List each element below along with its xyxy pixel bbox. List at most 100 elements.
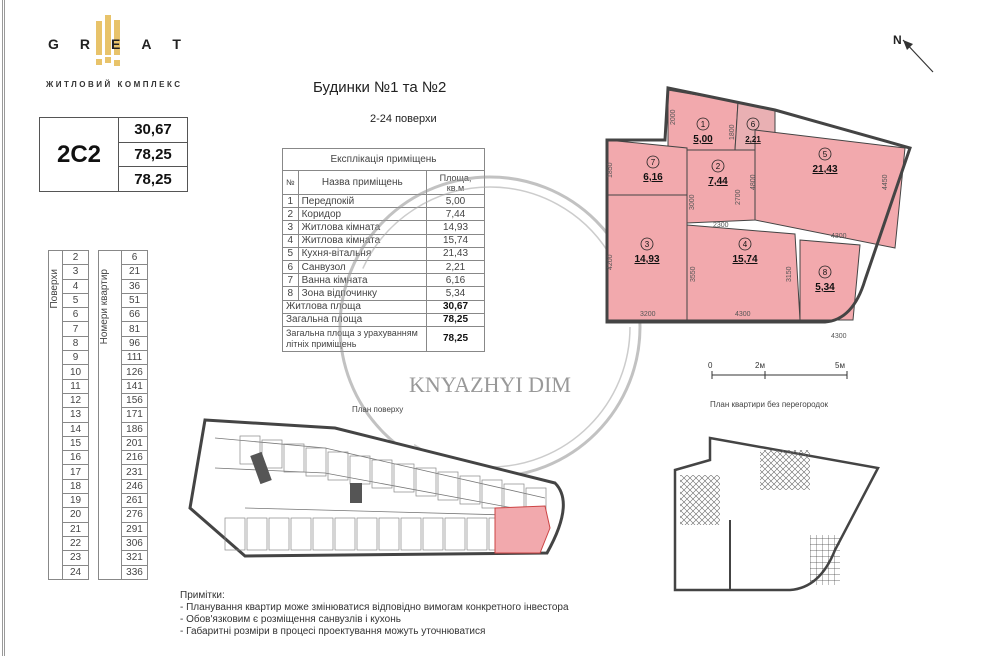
floor-row: 22 306	[49, 535, 148, 552]
watermark-text: KNYAZHYI DIM	[409, 372, 571, 397]
apartments-label: Номери квартир	[99, 269, 110, 345]
floor-row: 19 261	[49, 493, 148, 509]
apartment-plan: N 1 5,00 2 7,44 3 14,93 4 15,74 5 21,43 …	[605, 33, 934, 379]
floor-number: 4	[62, 278, 89, 294]
summary-label: Загальна площа	[282, 312, 427, 327]
apartment-number: 126	[121, 364, 148, 380]
svg-text:4: 4	[743, 240, 748, 249]
open-plan-label: План квартири без перегородок	[710, 400, 829, 409]
apartment-code: 2C2	[40, 118, 119, 191]
apartment-number: 6	[121, 249, 148, 266]
apartment-number: 186	[121, 421, 148, 437]
floor-number: 7	[62, 321, 89, 337]
floor-number: 19	[62, 493, 89, 509]
apartment-number: 21	[121, 264, 148, 280]
floor-number: 21	[62, 521, 89, 537]
col-no-header: №	[282, 170, 299, 195]
room-number: 8	[282, 286, 299, 301]
logo-subtitle: ЖИТЛОВИЙ КОМПЛЕКС	[46, 80, 183, 89]
explication-row: 8 Зона відпочинку 5,34	[282, 286, 485, 301]
apartment-number: 201	[121, 435, 148, 452]
floor-number: 3	[62, 264, 89, 280]
room-number: 5	[282, 246, 299, 261]
apartment-number: 231	[121, 464, 148, 480]
svg-text:3: 3	[645, 240, 650, 249]
svg-text:2: 2	[716, 162, 721, 171]
dim-label: 4300	[735, 311, 751, 318]
apartment-number: 261	[121, 493, 148, 509]
apartment-code-box: 2C2 30,67 78,25 78,25	[39, 117, 188, 192]
floor-row: 23 321	[49, 550, 148, 566]
dim-label: 4450	[882, 174, 889, 190]
svg-text:7: 7	[651, 158, 656, 167]
apartment-number: 156	[121, 392, 148, 409]
floor-number: 16	[62, 450, 89, 466]
floor-number: 14	[62, 421, 89, 437]
svg-text:5: 5	[823, 150, 828, 159]
floor-row: 14 186	[49, 421, 148, 437]
svg-text:N: N	[893, 33, 902, 47]
notes-title: Примітки:	[180, 590, 225, 601]
floor-number: 11	[62, 378, 89, 394]
note-item: - Обов'язковим є розміщення санвузлів і …	[180, 614, 401, 625]
floor-number: 24	[62, 564, 89, 580]
floor-row: 15 201	[49, 435, 148, 452]
dim-label: 3550	[690, 266, 697, 282]
floor-row: 12 156	[49, 392, 148, 409]
explication-table: Експлікація приміщень № Назва приміщень …	[282, 148, 485, 352]
floor-row: 10 126	[49, 364, 148, 380]
dim-label: 3000	[689, 194, 696, 210]
svg-text:6,16: 6,16	[643, 172, 663, 183]
explication-row: 7 Ванна кімната 6,16	[282, 273, 485, 288]
explication-row: 1 Передпокій 5,00	[282, 193, 485, 209]
apartment-number: 66	[121, 307, 148, 323]
svg-text:14,93: 14,93	[634, 254, 659, 265]
floor-number: 15	[62, 435, 89, 452]
apartment-number: 246	[121, 478, 148, 495]
room-5	[754, 129, 906, 249]
open-plan	[673, 436, 880, 592]
apartment-number: 321	[121, 550, 148, 566]
floor-number: 22	[62, 535, 89, 552]
floor-number: 23	[62, 550, 89, 566]
room-7	[606, 139, 688, 196]
logo-letter: A	[141, 36, 154, 52]
room-number: 2	[282, 207, 299, 222]
summary-row: Загальна площа 78,25	[282, 312, 485, 327]
logo-wordmark: G R E A T	[48, 36, 183, 52]
living-area-value: 30,67	[119, 118, 187, 143]
summary-label: Загальна площа з урахуванням літніх прим…	[282, 325, 427, 352]
floor-number: 12	[62, 392, 89, 409]
note-item: - Планування квартир може змінюватися ві…	[180, 602, 569, 613]
dim-label: 4200	[607, 254, 614, 270]
room-number: 4	[282, 233, 299, 248]
explication-row: 3 Житлова кімната 14,93	[282, 220, 485, 235]
north-arrow: N	[893, 33, 934, 73]
room-label-2: 2 7,44	[708, 159, 728, 187]
dim-label: 3200	[640, 311, 656, 318]
apartment-number: 51	[121, 292, 148, 309]
logo-letter: T	[172, 36, 183, 52]
apartment-number: 306	[121, 535, 148, 552]
floor-number: 10	[62, 364, 89, 380]
highlighted-apartment	[494, 505, 551, 554]
svg-text:2м: 2м	[755, 361, 765, 370]
logo-letter: R	[79, 36, 92, 52]
total-area-value: 78,25	[119, 143, 187, 168]
logo-letter: G	[48, 36, 61, 52]
floors-subtitle: 2-24 поверхи	[370, 113, 437, 125]
dim-label: 1850	[607, 162, 614, 178]
svg-text:0: 0	[708, 361, 713, 370]
room-number: 1	[282, 193, 299, 209]
room-number: 7	[282, 273, 299, 288]
